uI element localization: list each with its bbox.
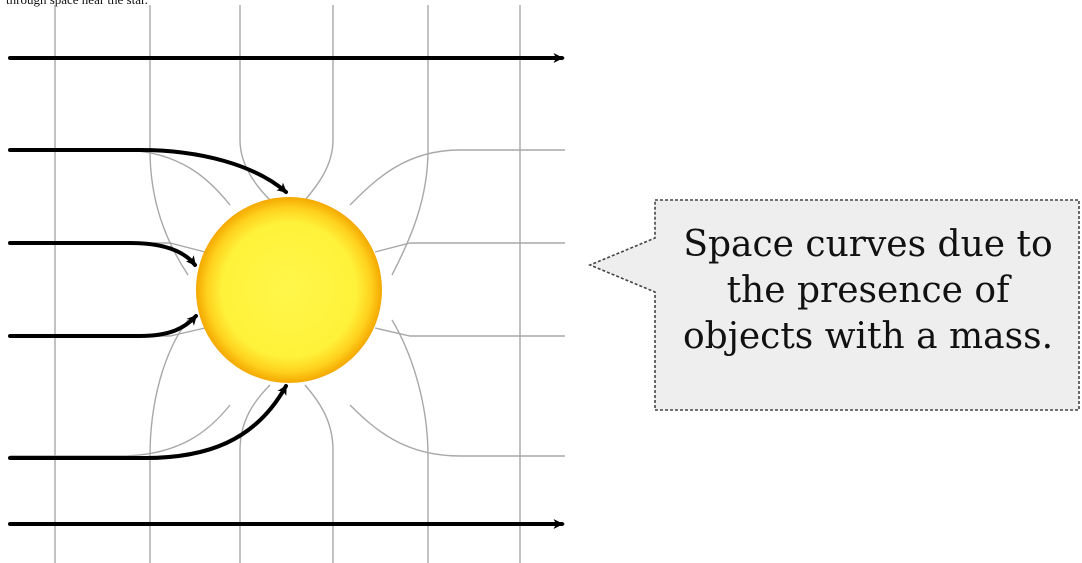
callout-text: Space curves due to the presence of obje… [658,222,1078,360]
callout-line-2: the presence of [726,270,1010,311]
grid-line-h2 [10,149,565,206]
grid-line-v2 [149,5,189,563]
bent-path-4 [8,384,288,460]
grid-line-v5 [391,5,429,563]
callout-line-1: Space curves due to [683,224,1053,265]
star [196,197,382,383]
grid-line-v4 [304,5,334,563]
bent-path-3 [8,314,198,338]
callout-bubble [587,199,1080,411]
callout-line-3: objects with a mass. [682,316,1054,357]
caption-fragment: through space near the star. [6,0,148,8]
light-paths [8,53,564,529]
bent-path-1 [8,148,288,194]
bent-path-2 [8,241,197,267]
grid-line-h5 [10,404,565,457]
